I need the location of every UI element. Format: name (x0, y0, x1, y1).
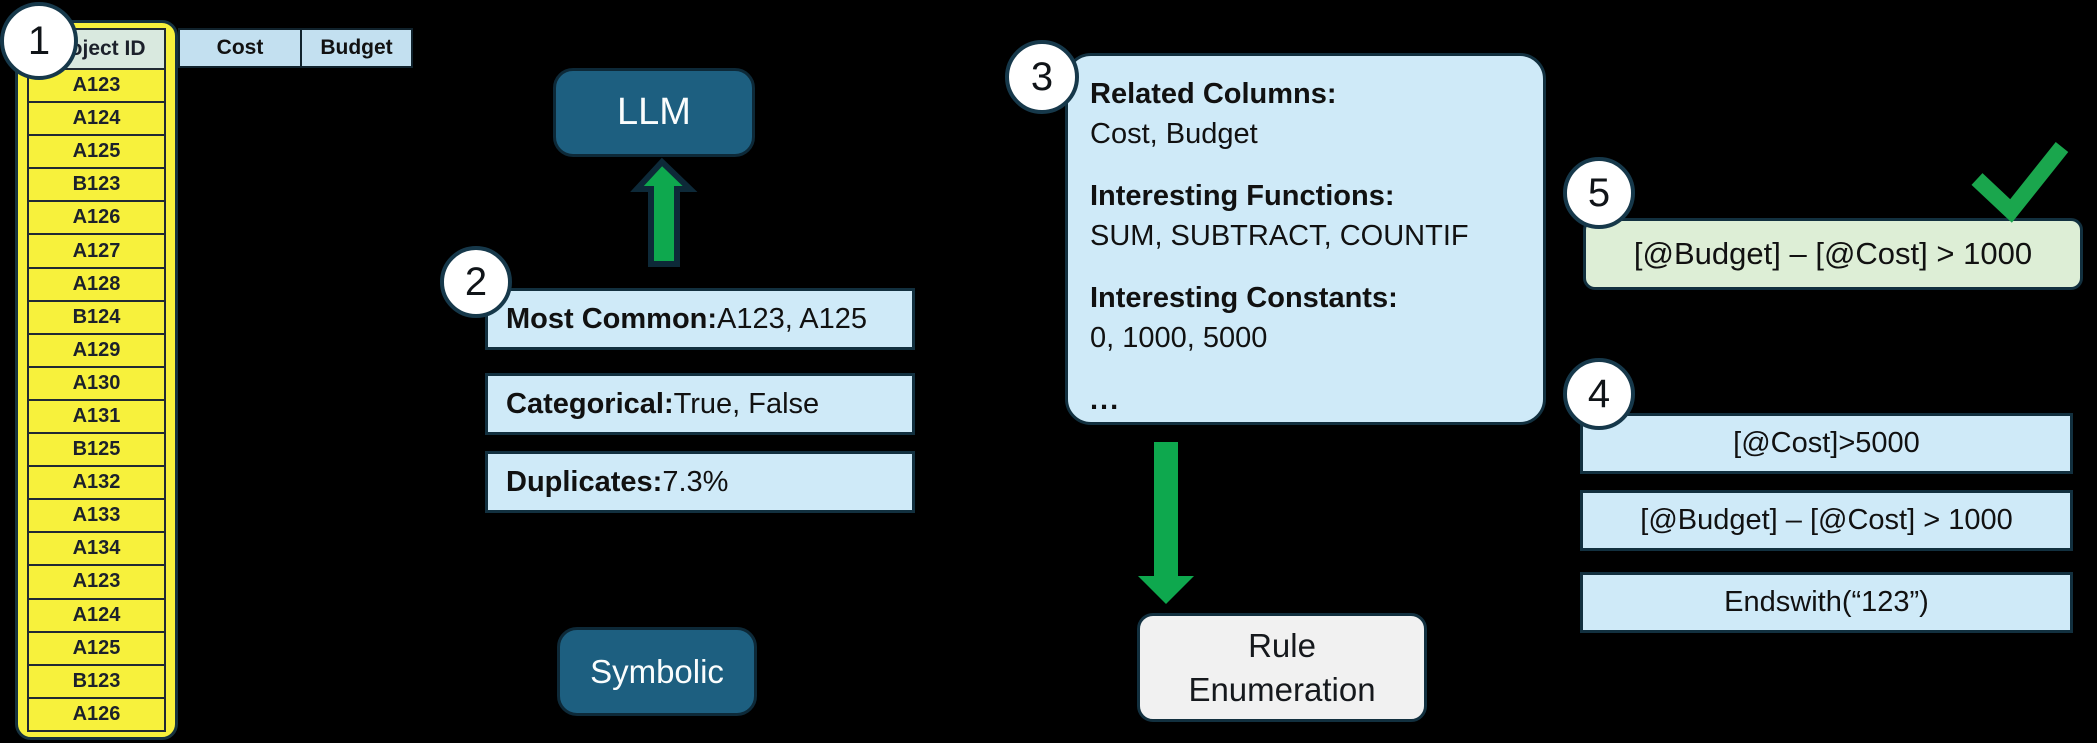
table-row: A128 (29, 268, 164, 302)
step-badge-4: 4 (1563, 358, 1635, 430)
context-section-value: Cost, Budget (1090, 118, 1258, 150)
table-row: A134 (29, 533, 164, 567)
llm-label: LLM (617, 91, 691, 133)
table-row: A124 (29, 103, 164, 137)
stat-categorical: Categorical: True, False (485, 373, 915, 435)
table-row: A124 (29, 599, 164, 633)
context-interesting-constants: Interesting Constants: 0, 1000, 5000 (1090, 278, 1521, 358)
project-id-column: Project ID A123 A124 A125 B123 A126 A127… (27, 28, 166, 732)
symbolic-box: Symbolic (557, 627, 757, 716)
table-row: A131 (29, 400, 164, 435)
down-arrow-icon (1138, 442, 1194, 604)
project-id-column-highlight: Project ID A123 A124 A125 B123 A126 A127… (15, 20, 178, 740)
selected-rule-box: [@Budget] – [@Cost] > 1000 (1583, 218, 2083, 290)
rule-enumeration-box: Rule Enumeration (1137, 613, 1427, 722)
candidate-rule-text: [@Cost]>5000 (1733, 427, 1920, 459)
table-row: A127 (29, 235, 164, 269)
table-row: A130 (29, 367, 164, 401)
stat-value: 7.3% (662, 465, 729, 498)
candidate-rule-text: [@Budget] – [@Cost] > 1000 (1640, 504, 2013, 536)
stat-duplicates: Duplicates: 7.3% (485, 451, 915, 513)
context-section-label: Interesting Functions: (1090, 180, 1395, 212)
table-row: A126 (29, 698, 164, 730)
context-interesting-functions: Interesting Functions: SUM, SUBTRACT, CO… (1090, 176, 1521, 256)
stat-value: A123, A125 (717, 302, 868, 335)
context-section-value: 0, 1000, 5000 (1090, 322, 1268, 354)
candidate-rule-box: [@Cost]>5000 (1580, 413, 2073, 474)
check-icon (1971, 142, 2069, 223)
step-badge-3: 3 (1005, 40, 1079, 114)
column-header-budget: Budget (300, 28, 413, 68)
table-row: A129 (29, 334, 164, 368)
table-row: A123 (29, 566, 164, 600)
candidate-rule-box: [@Budget] – [@Cost] > 1000 (1580, 490, 2073, 551)
stat-label: Duplicates: (506, 465, 663, 498)
stat-most-common: Most Common: A123, A125 (485, 288, 915, 350)
table-row: B125 (29, 434, 164, 468)
table-row: A125 (29, 632, 164, 666)
context-section-value: SUM, SUBTRACT, COUNTIF (1090, 220, 1469, 252)
step-badge-2: 2 (440, 246, 512, 318)
symbolic-label: Symbolic (590, 652, 724, 690)
stat-label: Categorical: (506, 387, 674, 420)
rule-enumeration-label: Rule Enumeration (1188, 626, 1376, 708)
table-row: A133 (29, 500, 164, 534)
table-row: A125 (29, 136, 164, 170)
context-related-columns: Related Columns: Cost, Budget (1090, 74, 1521, 154)
stat-value: True, False (673, 387, 820, 420)
llm-box: LLM (553, 68, 755, 157)
table-row: B123 (29, 169, 164, 203)
table-row: A126 (29, 202, 164, 236)
step-badge-1: 1 (0, 2, 78, 80)
context-section-label: Related Columns: (1090, 78, 1337, 110)
candidate-rule-box: Endswith(“123”) (1580, 572, 2073, 633)
step-badge-5: 5 (1563, 157, 1635, 229)
up-arrow-icon (630, 157, 698, 267)
context-ellipsis: ... (1090, 384, 1121, 416)
context-box: Related Columns: Cost, Budget Interestin… (1065, 53, 1546, 425)
selected-rule-text: [@Budget] – [@Cost] > 1000 (1633, 236, 2033, 271)
column-header-cost: Cost (178, 28, 302, 68)
table-row: B124 (29, 301, 164, 335)
stat-label: Most Common: (506, 302, 718, 335)
table-row: B123 (29, 665, 164, 699)
candidate-rule-text: Endswith(“123”) (1724, 586, 1929, 618)
table-row: A132 (29, 467, 164, 501)
context-section-label: Interesting Constants: (1090, 282, 1398, 314)
